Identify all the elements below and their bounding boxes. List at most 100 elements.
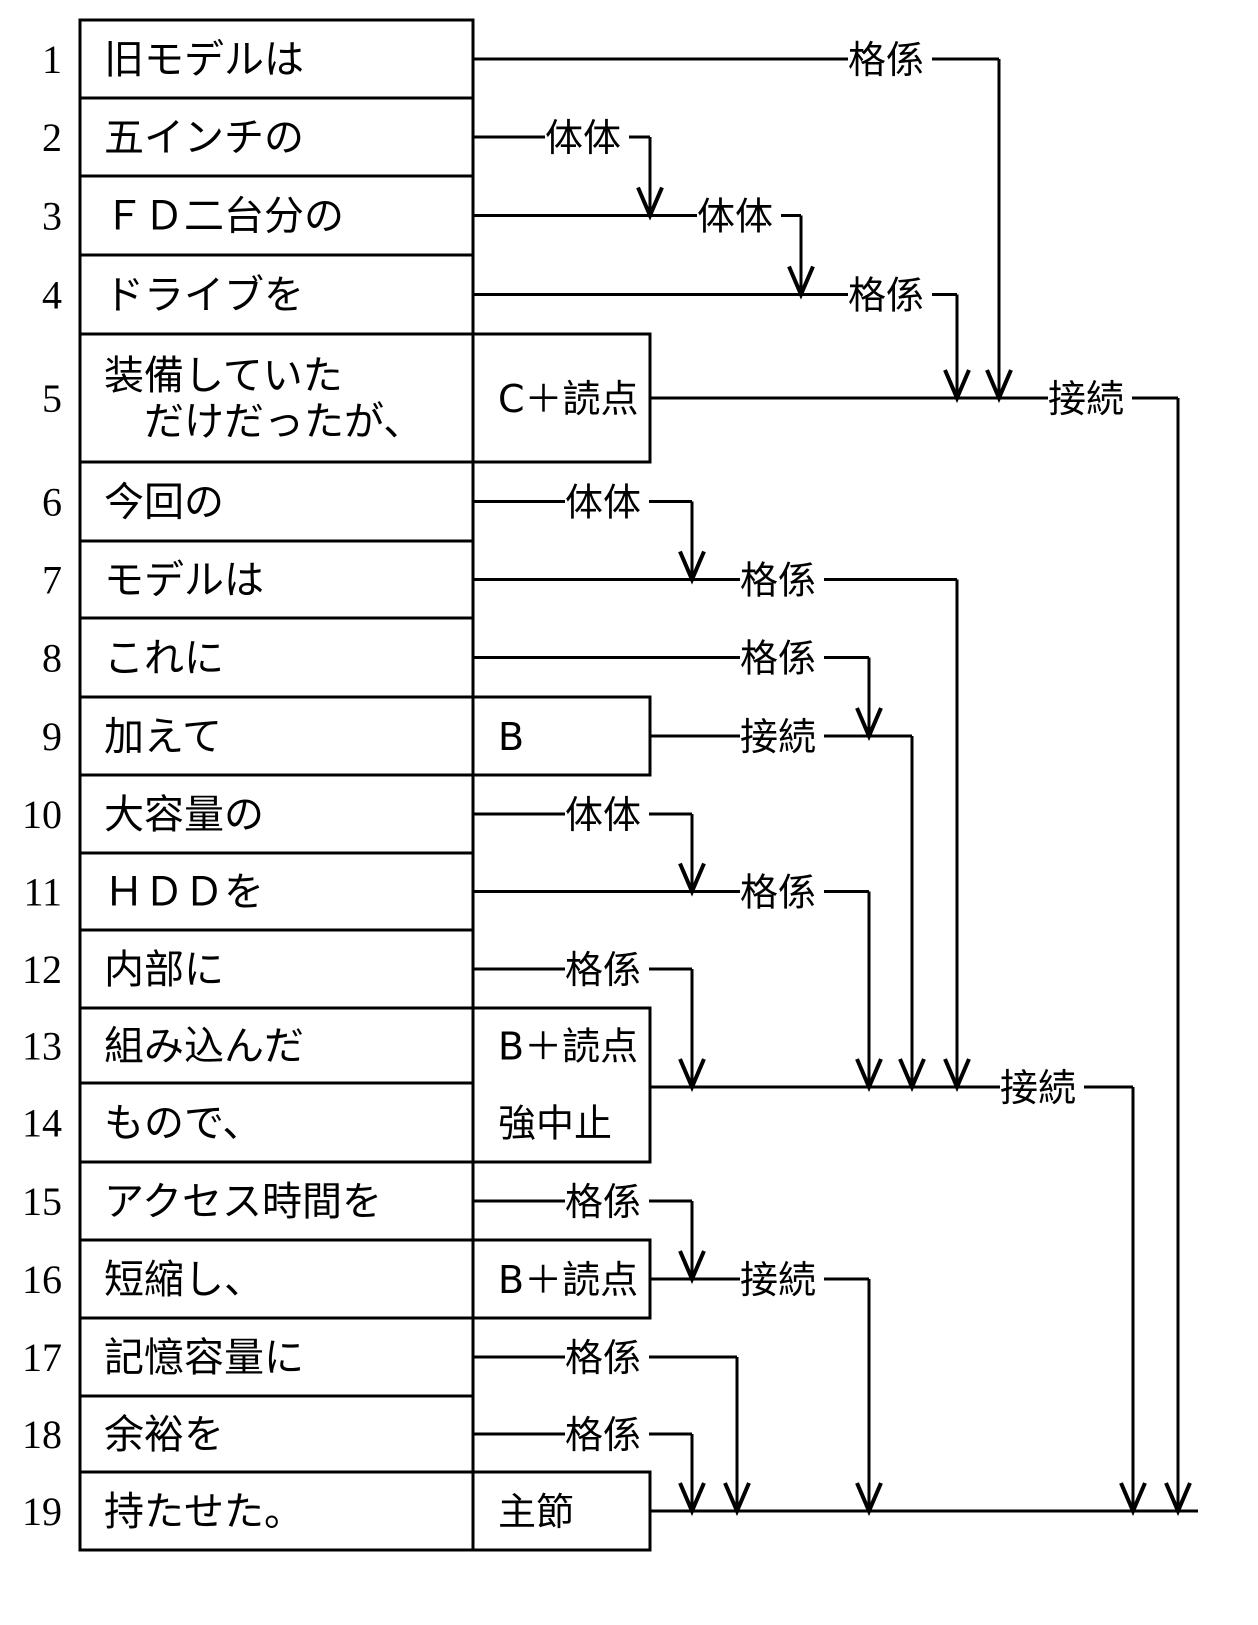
phrase-text: 五インチの [104, 115, 304, 161]
phrase-text: 旧モデルは [104, 37, 304, 83]
dependency-edge: 格係 [473, 559, 971, 1093]
row-number: 19 [22, 1489, 62, 1534]
row-number: 16 [22, 1257, 62, 1302]
row-number: 8 [42, 636, 62, 681]
row-number: 4 [42, 273, 62, 318]
row-number: 18 [22, 1412, 62, 1457]
dependency-edge: 格係 [473, 38, 1013, 404]
relation-label: 体体 [545, 116, 621, 160]
row-number: 6 [42, 480, 62, 525]
relation-label: 格係 [565, 948, 641, 992]
phrase-row: 8 これに [42, 616, 475, 699]
dependency-edge: 格係 [473, 871, 883, 1093]
row-number: 3 [42, 194, 62, 239]
clause-type-label: 強中止 [498, 1102, 612, 1146]
row-number: 10 [22, 792, 62, 837]
dependency-edge: 接続 [650, 1066, 1147, 1517]
relation-label: 接続 [1000, 1066, 1076, 1110]
clause-type-label: 主節 [498, 1490, 574, 1534]
phrase-row: 16 短縮し、 [22, 1238, 475, 1320]
row-number: 13 [22, 1024, 62, 1069]
phrase-text: 持たせた。 [104, 1489, 304, 1535]
clause-type-label: B＋読点 [498, 1025, 638, 1069]
phrase-text: 組み込んだ [104, 1024, 304, 1070]
phrase-text: これに [104, 636, 224, 682]
phrase-row: 9 加えて [42, 695, 475, 777]
clause-type-box: B＋読点 [471, 1238, 652, 1320]
clause-type-label: C＋読点 [498, 377, 639, 421]
phrase-row: 10 大容量の [22, 773, 475, 855]
phrase-row: 13 組み込んだ [22, 1006, 475, 1085]
clause-type-box: 主節 [471, 1470, 652, 1552]
phrase-text: 加えて [104, 714, 222, 760]
relation-label: 格係 [848, 274, 924, 318]
dependency-edge: 接続 [650, 715, 926, 1093]
dependency-edge: 格係 [473, 274, 971, 404]
row-number: 7 [42, 558, 62, 603]
clause-type-label: B [498, 715, 524, 759]
dependency-edge: 体体 [473, 481, 706, 585]
phrase-text: 今回の [104, 480, 224, 526]
phrase-text: だけだったが、 [104, 399, 423, 445]
relation-label: 体体 [565, 481, 641, 525]
relation-label: 格係 [565, 1180, 641, 1224]
relation-label: 接続 [1048, 377, 1124, 421]
phrase-row: 4 ドライブを [42, 253, 475, 336]
row-number: 14 [22, 1101, 62, 1146]
phrase-row: 12 内部に [22, 928, 475, 1010]
phrase-text: 内部に [104, 947, 224, 993]
phrase-row: 7 モデルは [42, 539, 475, 620]
relation-label: 接続 [740, 715, 816, 759]
phrase-text: 余裕を [104, 1412, 224, 1458]
row-number: 11 [23, 870, 62, 915]
dependency-edge: 体体 [473, 116, 664, 221]
clause-type-box: C＋読点 [471, 332, 652, 464]
dependency-edge: 接続 [650, 377, 1192, 1517]
phrase-text: もので、 [104, 1101, 262, 1147]
dependency-edge: 体体 [473, 195, 815, 300]
row-number: 1 [42, 37, 62, 82]
dependency-edge: 格係 [473, 1180, 706, 1285]
phrase-text: 大容量の [104, 792, 264, 838]
dependency-edge: 格係 [473, 948, 706, 1093]
dependency-edge: 格係 [473, 637, 883, 742]
dependency-edge: 接続 [650, 1258, 883, 1517]
relation-label: 格係 [565, 1336, 641, 1380]
relation-label: 格係 [740, 637, 816, 681]
row-number: 9 [42, 714, 62, 759]
phrase-text: ドライブを [104, 273, 304, 319]
phrase-row: 11 ＨＤＤを [23, 851, 475, 932]
row-number: 12 [22, 947, 62, 992]
type-cell [471, 1006, 652, 1164]
row-number: 2 [42, 115, 62, 160]
phrase-text: モデルは [104, 558, 264, 604]
phrase-text: ＨＤＤを [104, 870, 264, 916]
phrase-text: 記憶容量に [104, 1335, 304, 1381]
relation-label: 格係 [848, 38, 924, 82]
phrase-row: 19 持たせた。 [22, 1470, 475, 1552]
row-number: 5 [42, 376, 62, 421]
phrase-text: 短縮し、 [104, 1257, 264, 1303]
clause-type-label: B＋読点 [498, 1258, 638, 1302]
relation-label: 接続 [740, 1258, 816, 1302]
phrase-row: 14 もので、 [22, 1081, 475, 1164]
phrase-row: 15 アクセス時間を [22, 1160, 475, 1242]
phrase-text: 装備していた [104, 353, 343, 399]
row-number: 15 [22, 1179, 62, 1224]
clause-type-box: B [471, 695, 652, 777]
phrase-text: アクセス時間を [104, 1179, 382, 1225]
phrase-row: 1 旧モデルは [42, 18, 475, 100]
relation-label: 格係 [740, 871, 816, 915]
dependency-edge: 体体 [473, 793, 706, 897]
phrase-row: 18 余裕を [22, 1394, 475, 1474]
relation-label: 格係 [740, 559, 816, 603]
phrase-row: 6 今回の [42, 460, 475, 543]
phrase-row: 5 装備していた だけだったが、 [42, 332, 475, 464]
relation-label: 体体 [697, 195, 773, 239]
